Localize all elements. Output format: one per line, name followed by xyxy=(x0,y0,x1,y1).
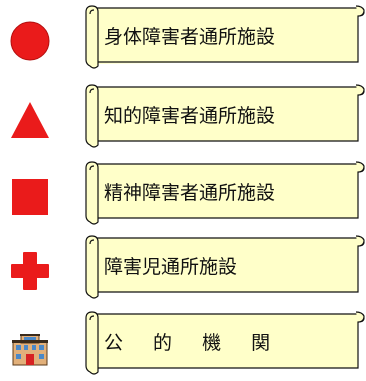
scroll-banner: 精神障害者通所施設 xyxy=(78,160,366,226)
square-icon xyxy=(10,177,50,217)
circle-icon xyxy=(10,21,50,61)
legend-item-physical: 身体障害者通所施設 xyxy=(0,4,366,74)
scroll-banner: 身体障害者通所施設 xyxy=(78,4,366,70)
legend-item-children: 障害児通所施設 xyxy=(0,234,366,304)
legend-item-public: 公 的 機 関 xyxy=(0,310,366,380)
legend-label: 公 的 機 関 xyxy=(104,332,283,354)
cross-icon xyxy=(10,251,50,291)
legend-item-mental: 精神障害者通所施設 xyxy=(0,160,366,230)
scroll-banner: 障害児通所施設 xyxy=(78,234,366,300)
building-icon xyxy=(10,327,50,367)
scroll-banner: 知的障害者通所施設 xyxy=(78,83,366,149)
scroll-banner: 公 的 機 関 xyxy=(78,310,366,376)
legend-label: 身体障害者通所施設 xyxy=(104,26,276,48)
legend-item-intellectual: 知的障害者通所施設 xyxy=(0,83,366,153)
legend-label: 精神障害者通所施設 xyxy=(104,182,276,204)
legend-label: 知的障害者通所施設 xyxy=(104,105,276,127)
legend-label: 障害児通所施設 xyxy=(104,256,238,278)
triangle-icon xyxy=(10,100,50,140)
